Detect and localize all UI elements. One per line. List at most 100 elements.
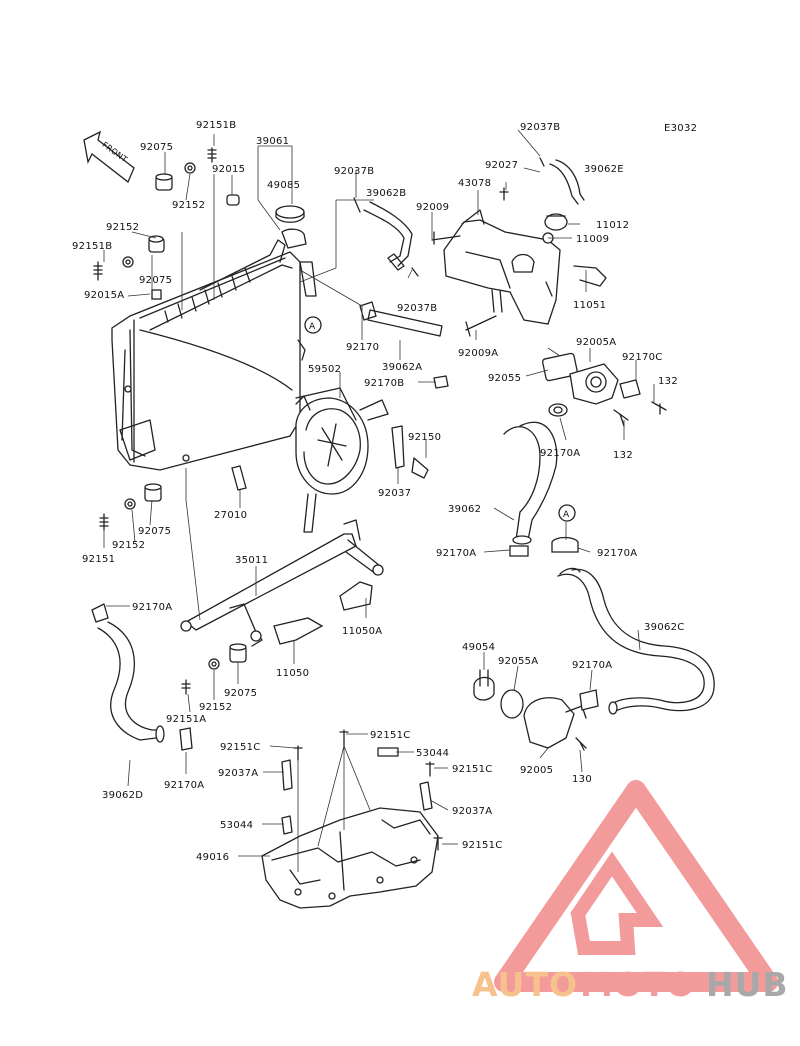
part-label: 27010 (214, 510, 247, 521)
part-label: 11012 (596, 220, 629, 231)
part-label: 92005 (520, 765, 553, 776)
diagram-code: E3032 (664, 123, 697, 134)
part-label: 49016 (196, 852, 229, 863)
hose-39062c (557, 567, 715, 715)
under-cover-hardware (281, 729, 443, 851)
part-label: 92151C (462, 840, 503, 851)
bolt-92027 (499, 187, 509, 201)
part-label: 92170A (572, 660, 612, 671)
part-label: 92150 (408, 432, 441, 443)
part-label: 92151C (220, 742, 261, 753)
part-label: 92037A (452, 806, 492, 817)
part-label: 39062C (644, 622, 685, 633)
part-label: 92075 (140, 142, 173, 153)
part-label: 92152 (199, 702, 232, 713)
part-label: 39062B (366, 188, 406, 199)
clamp-92170a-cover (579, 689, 599, 711)
part-label: 92170A (164, 780, 204, 791)
gasket-92055a (500, 689, 524, 719)
part-label: 92151B (196, 120, 236, 131)
part-label: 92151C (452, 764, 493, 775)
grommet-92170b (433, 375, 449, 389)
part-label: 92151A (166, 714, 206, 725)
part-label: 92075 (138, 526, 171, 537)
part-label: 59502 (308, 364, 341, 375)
under-cover-plate (261, 807, 439, 909)
svg-text:A: A (563, 510, 570, 520)
part-label: 92009 (416, 202, 449, 213)
part-label: 53044 (416, 748, 449, 759)
part-label: 53044 (220, 820, 253, 831)
part-label: 92151B (72, 241, 112, 252)
watermark-logo: AUTO MOTO HUB (472, 780, 788, 1004)
temperature-switch (231, 465, 247, 491)
part-label: 92151 (82, 554, 115, 565)
svg-text:A: A (309, 322, 316, 332)
part-label: 39061 (256, 136, 289, 147)
fan-bracket-92037 (391, 425, 429, 479)
part-label: 11009 (576, 234, 609, 245)
part-label: 92170 (346, 342, 379, 353)
part-label: 92170B (364, 378, 404, 389)
part-label: 92170A (597, 548, 637, 559)
part-label: 92170A (540, 448, 580, 459)
top-left-hardware (93, 147, 240, 300)
hose-39062a (359, 301, 443, 337)
hose-39062b (363, 201, 413, 271)
part-label: 92005A (576, 337, 616, 348)
watermark-text-auto: AUTO (472, 965, 578, 1004)
part-label: 92075 (224, 688, 257, 699)
part-label: 49054 (462, 642, 495, 653)
front-arrow-icon: FRONT (83, 130, 135, 184)
clamp-92170a-lower-left (179, 727, 193, 751)
reservoir-tank (443, 209, 561, 325)
lower-left-hardware (99, 483, 162, 531)
part-label: 92037 (378, 488, 411, 499)
thermostat (473, 669, 495, 701)
radiator (111, 228, 317, 471)
part-label: 92170A (436, 548, 476, 559)
part-label: 132 (613, 450, 633, 461)
hose-39062 (503, 421, 558, 545)
part-labels: 92151B 39061 92075 92015 49085 92152 921… (72, 120, 685, 863)
bracket-11050 (273, 617, 324, 645)
part-label: 11050A (342, 626, 382, 637)
clamp-92037b-mid (411, 267, 419, 277)
part-label: 49085 (267, 180, 300, 191)
part-label: 92152 (106, 222, 139, 233)
reservoir-cap (544, 213, 568, 231)
clamp-92170a-pair (509, 536, 579, 557)
part-label: 92037B (334, 166, 374, 177)
part-label: 92027 (485, 160, 518, 171)
part-label: 130 (572, 774, 592, 785)
leader-lines (103, 129, 655, 872)
hose-11051 (573, 265, 607, 287)
part-label: 92037A (218, 768, 258, 779)
part-label: 39062D (102, 790, 143, 801)
callout-a-1: A (304, 316, 322, 334)
part-label: 92075 (139, 275, 172, 286)
bracket-11050a (339, 581, 373, 611)
part-label: 92055A (498, 656, 538, 667)
clamp-92170a-upper (548, 403, 568, 417)
part-label: 92152 (172, 200, 205, 211)
radiator-bracket (180, 519, 384, 647)
bolt-92009 (431, 231, 461, 245)
part-label: 92152 (112, 540, 145, 551)
part-label: 92015 (212, 164, 245, 175)
part-label: 92037B (520, 122, 560, 133)
part-label: 35011 (235, 555, 268, 566)
part-label: 39062 (448, 504, 481, 515)
thermostat-housing (541, 352, 667, 427)
part-label: 92015A (84, 290, 124, 301)
part-label: 92151C (370, 730, 411, 741)
thermostat-cover (523, 697, 587, 751)
hose-39062d (91, 603, 165, 743)
clamp-92037b-right (539, 157, 545, 167)
part-label: 11050 (276, 668, 309, 679)
part-label: 43078 (458, 178, 491, 189)
part-label: 92009A (458, 348, 498, 359)
bolt-92009a (465, 315, 497, 337)
part-label: 92037B (397, 303, 437, 314)
